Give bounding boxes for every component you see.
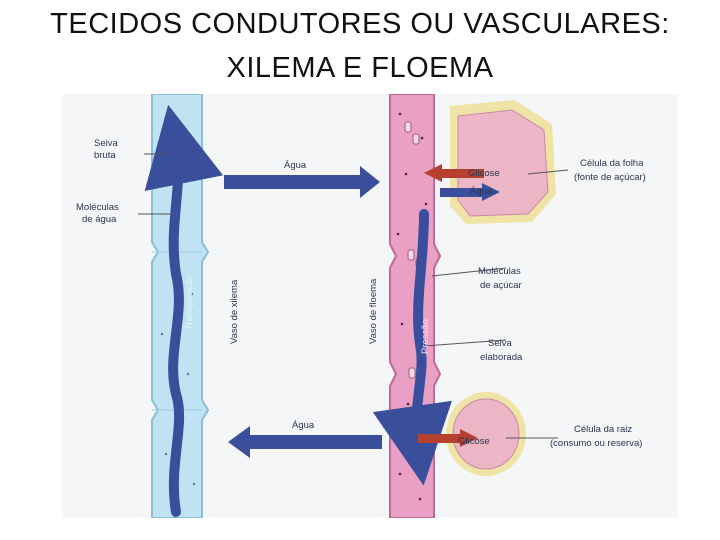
leaf-cell [450, 100, 556, 224]
label-seiva-bruta-2: bruta [94, 150, 116, 161]
label-pressao: Pressão [420, 319, 431, 354]
label-vaso-xilema: Vaso de xilema [229, 279, 240, 344]
page-title-line-2: XILEMA E FLOEMA [0, 52, 720, 85]
label-glicose-top: Glicose [468, 168, 500, 179]
label-celula-raiz-2: (consumo ou reserva) [550, 438, 642, 449]
label-glicose-root: Glicose [458, 436, 490, 447]
label-moleculas-acucar-2: de açúcar [480, 280, 522, 291]
xylem-flow-arrow [173, 144, 179, 512]
label-celula-folha-2: (fonte de açúcar) [574, 172, 646, 183]
label-seiva-elaborada-1: Seiva [488, 338, 512, 349]
label-seiva-elaborada-2: elaborada [480, 352, 523, 363]
label-celula-folha-1: Célula da folha [580, 158, 644, 169]
label-moleculas-agua-1: Moléculas [76, 202, 119, 213]
page-title-line-1: TECIDOS CONDUTORES OU VASCULARES: [0, 8, 720, 41]
label-agua-bottom: Água [292, 420, 315, 431]
vascular-tissue-diagram: Seiva bruta Moléculas de água Transpiraç… [62, 94, 678, 518]
label-vaso-floema: Vaso de floema [368, 278, 379, 344]
label-moleculas-agua-2: de água [82, 214, 117, 225]
label-moleculas-acucar-1: Moléculas [478, 266, 521, 277]
label-agua-top: Água [284, 160, 307, 171]
label-celula-raiz-1: Célula da raiz [574, 424, 632, 435]
label-seiva-bruta-1: Seiva [94, 138, 118, 149]
label-transpiracao: Transpiração [184, 275, 195, 330]
label-agua-leaf: Água [470, 186, 493, 197]
